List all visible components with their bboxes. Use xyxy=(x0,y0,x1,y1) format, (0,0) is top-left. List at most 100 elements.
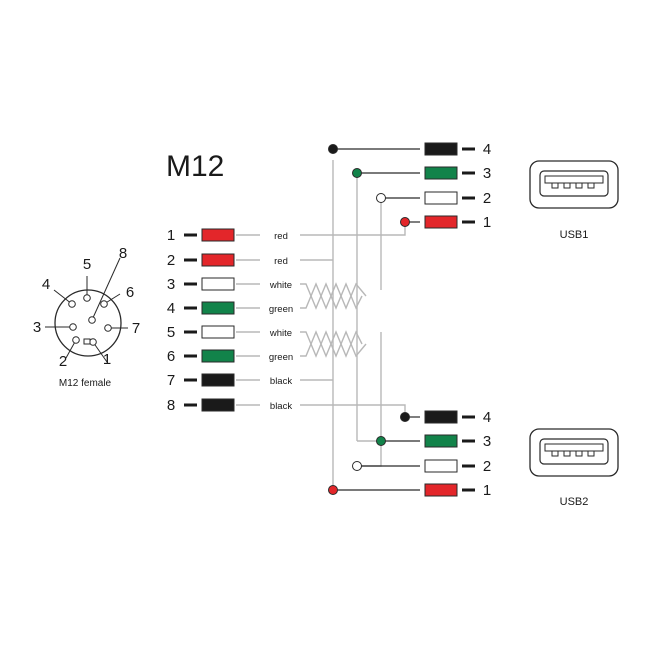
m12-wire-row: 2 red xyxy=(167,252,288,269)
wire-color-swatch xyxy=(201,277,235,291)
usb-pin-row: 4 xyxy=(400,409,491,426)
wire-color-swatch xyxy=(201,373,235,387)
usb-pin-number: 4 xyxy=(483,141,491,158)
wire-pin1 xyxy=(300,222,406,236)
wire-color-label: red xyxy=(274,256,288,267)
m12-wire-row: 4 green xyxy=(167,300,293,317)
usb-pin-row: 3 xyxy=(376,433,491,450)
usb-contact xyxy=(551,182,559,189)
pin-hole xyxy=(89,338,97,346)
wire-color-label: black xyxy=(270,401,292,412)
wire-color-swatch xyxy=(201,325,235,339)
junction-dot xyxy=(328,144,338,154)
wire-color-swatch xyxy=(201,228,235,242)
coding-key xyxy=(83,338,91,345)
m12-wire-row: 8 black xyxy=(167,397,293,414)
pin-leader-line xyxy=(92,341,108,363)
junction-dot xyxy=(400,217,410,227)
pin-hole xyxy=(83,294,91,302)
usb-pin-swatch xyxy=(424,483,458,497)
diagram-title: M12 xyxy=(166,150,224,183)
wire-number: 3 xyxy=(167,276,175,293)
usb-pin-number: 4 xyxy=(483,409,491,426)
wire-number: 8 xyxy=(167,397,175,414)
usb-pin-number: 1 xyxy=(483,214,491,231)
pin-hole xyxy=(68,300,76,308)
usb-pin-swatch xyxy=(424,215,458,229)
wire-color-swatch xyxy=(201,301,235,315)
usb-pin-swatch xyxy=(424,142,458,156)
usb-pin-row: 4 xyxy=(328,141,491,158)
wire-color-label: red xyxy=(274,231,288,242)
usb-contact xyxy=(551,450,559,457)
wire-vertical-white-bottom xyxy=(357,332,382,467)
wire-color-swatch xyxy=(201,398,235,412)
wire-pin8 xyxy=(300,404,406,417)
usb1-socket xyxy=(529,160,619,209)
usb-pin-swatch xyxy=(424,410,458,424)
usb-contact xyxy=(563,182,571,189)
wire-color-label: green xyxy=(269,304,293,315)
usb-pin-number: 3 xyxy=(483,165,491,182)
wire-color-label: white xyxy=(269,328,292,339)
m12-wire-row: 1 red xyxy=(167,227,288,244)
pin-number-label: 8 xyxy=(119,245,127,262)
usb-tongue xyxy=(544,175,604,184)
wire-color-swatch xyxy=(201,253,235,267)
usb-pin-number: 1 xyxy=(483,482,491,499)
usb-pin-row: 1 xyxy=(328,482,491,499)
wire-number: 1 xyxy=(167,227,175,244)
wire-number: 4 xyxy=(167,300,175,317)
junction-dot xyxy=(352,461,362,471)
pin-number-label: 5 xyxy=(83,256,91,273)
pin-leader-line xyxy=(91,257,121,321)
pin-leader-line xyxy=(53,289,73,305)
m12-wire-row: 6 green xyxy=(167,348,293,365)
usb2-socket xyxy=(529,428,619,477)
pin-number-label: 2 xyxy=(59,353,67,370)
pin-number-label: 1 xyxy=(103,351,111,368)
usb-pin-row: 3 xyxy=(352,165,491,182)
bus-lines xyxy=(333,148,420,491)
wire-number: 2 xyxy=(167,252,175,269)
usb-pin-swatch xyxy=(424,166,458,180)
pin-number-label: 4 xyxy=(42,276,50,293)
junction-dot xyxy=(376,436,386,446)
usb-pin-swatch xyxy=(424,434,458,448)
usb-contact xyxy=(587,450,595,457)
pin-number-label: 6 xyxy=(126,284,134,301)
wire-twist-b xyxy=(300,282,367,310)
usb-pin-row: 2 xyxy=(376,190,491,207)
pin-hole xyxy=(88,316,96,324)
wire-color-label: black xyxy=(270,376,292,387)
junction-dot xyxy=(352,168,362,178)
junction-dot xyxy=(400,412,410,422)
junction-dot xyxy=(328,485,338,495)
usb-contact xyxy=(575,182,583,189)
wire-twist-d xyxy=(300,330,363,358)
pin-hole xyxy=(104,324,112,332)
usb-pin-row: 2 xyxy=(352,458,491,475)
pin-number-label: 7 xyxy=(132,320,140,337)
wire-number: 6 xyxy=(167,348,175,365)
usb-pin-number: 2 xyxy=(483,190,491,207)
usb-pin-row: 1 xyxy=(400,214,491,231)
usb-pin-swatch xyxy=(424,459,458,473)
pin-hole xyxy=(69,323,77,331)
junction-dot xyxy=(376,193,386,203)
usb-pin-number: 3 xyxy=(483,433,491,450)
usb-pin-number: 2 xyxy=(483,458,491,475)
usb2-label: USB2 xyxy=(560,496,589,508)
usb1-label: USB1 xyxy=(560,229,589,241)
wire-number: 5 xyxy=(167,324,175,341)
usb2-pin-list: 4 3 2 1 xyxy=(328,409,491,499)
usb-contact xyxy=(575,450,583,457)
usb-pin-swatch xyxy=(424,191,458,205)
usb1-pin-list: 4 3 2 1 xyxy=(328,141,491,231)
wire-color-label: green xyxy=(269,352,293,363)
